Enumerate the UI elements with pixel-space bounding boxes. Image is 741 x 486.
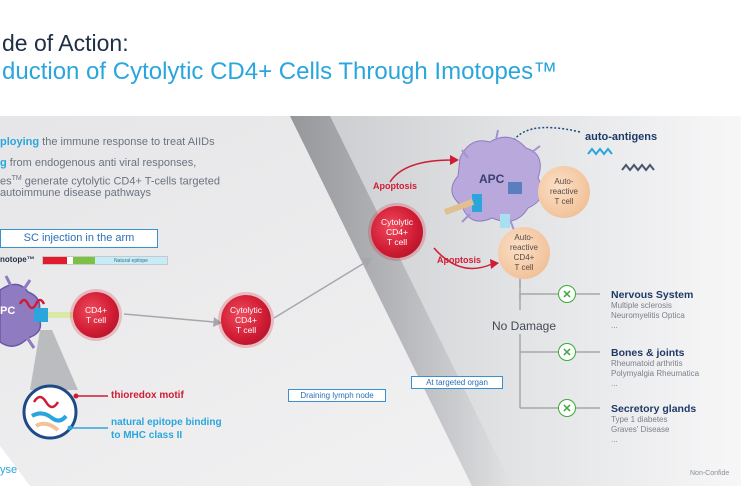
- outcome-item: Rheumatoid arthritis: [611, 359, 683, 368]
- left-apc-illustration: [0, 275, 222, 440]
- cd4-t-cell: CD4+ T cell: [73, 292, 119, 338]
- natural-epitope-binding-label: natural epitope binding to MHC class II: [111, 416, 222, 442]
- page-title-line1: de of Action:: [2, 30, 129, 56]
- thioredox-motif-label: thioredox motif: [111, 390, 184, 401]
- right-cytolytic-cell: Cytolytic CD4+ T cell: [371, 206, 423, 258]
- flank-segment: [73, 257, 95, 264]
- page-title-line2: duction of Cytolytic CD4+ Cells Through …: [2, 58, 558, 85]
- auto-reactive-cd4-cell: Auto- reactive CD4+ T cell: [498, 227, 550, 279]
- outcome-bones-joints: Bones & joints Rheumatoid arthritis Poly…: [611, 347, 699, 389]
- intro-line-2: g from endogenous anti viral responses,: [0, 156, 196, 171]
- intro-line3-a: es: [0, 175, 12, 188]
- outcome-title: Secretory glands: [611, 403, 697, 415]
- apoptosis-bottom-label: Apoptosis: [437, 255, 481, 265]
- outcome-item: ...: [611, 321, 618, 330]
- outcome-item: ...: [611, 379, 618, 388]
- imotope-label: notope™: [0, 255, 35, 264]
- outcome-item: Type 1 diabetes: [611, 415, 668, 424]
- left-apc-label: PC: [0, 305, 16, 317]
- imotope-sequence-bar: Natural epitope: [42, 256, 168, 265]
- outcome-item: ...: [611, 435, 618, 444]
- sc-injection-label: SC injection in the arm: [0, 229, 158, 248]
- intro-line1-rest: the immune response to treat AIIDs: [39, 136, 215, 148]
- intro-line1-emphasis: ploying: [0, 136, 40, 148]
- outcome-nervous-system: Nervous System Multiple sclerosis Neurom…: [611, 289, 693, 331]
- outcome-title: Nervous System: [611, 289, 694, 301]
- natural-binding-line2: to MHC class II: [111, 430, 183, 441]
- outcome-item: Graves' Disease: [611, 425, 670, 434]
- outcome-title: Bones & joints: [611, 347, 685, 359]
- arrow-to-organ: [273, 258, 372, 319]
- auto-reactive-t-cell: Auto- reactive T cell: [538, 166, 590, 218]
- linker-segment: [67, 257, 73, 264]
- apc-label: APC: [479, 172, 505, 186]
- intro-line3-tm: TM: [11, 175, 22, 182]
- middle-cytolytic-cell: Cytolytic CD4+ T cell: [221, 295, 271, 345]
- intro-line2-rest: from endogenous anti viral responses,: [6, 157, 197, 169]
- intro-line-4: autoimmune disease pathways: [0, 187, 152, 199]
- outcome-item: Polymyalgia Rheumatica: [611, 369, 700, 378]
- intro-line3-b: generate cytolytic CD4+ T-cells targeted: [21, 175, 220, 188]
- apoptosis-top-label: Apoptosis: [373, 181, 417, 191]
- intro-line-1: ploying the immune response to treat AII…: [0, 135, 215, 150]
- thioredox-segment: [43, 257, 67, 264]
- diagram-background: [0, 116, 741, 486]
- outcome-secretory-glands: Secretory glands Type 1 diabetes Graves'…: [611, 403, 696, 445]
- auto-antigens-label: auto-antigens: [585, 131, 658, 143]
- natural-binding-line1: natural epitope binding: [111, 417, 222, 428]
- check-icon-secretory: ✕: [558, 399, 576, 417]
- footer-logo: yse: [0, 464, 18, 476]
- targeted-organ-label: At targeted organ: [411, 376, 503, 389]
- natural-epitope-segment: Natural epitope: [95, 257, 167, 264]
- outcome-item: Neuromyelitis Optica: [611, 311, 685, 320]
- outcome-item: Multiple sclerosis: [611, 301, 672, 310]
- confidentiality-note: Non-Confide: [690, 470, 730, 477]
- check-icon-bones: ✕: [558, 343, 576, 361]
- check-icon-nervous: ✕: [558, 285, 576, 303]
- no-damage-label: No Damage: [492, 319, 557, 333]
- intro-line-3: esTM generate cytolytic CD4+ T-cells tar…: [0, 171, 220, 190]
- intro-line2-emphasis: g: [0, 157, 7, 169]
- draining-lymph-node-label: Draining lymph node: [288, 389, 386, 402]
